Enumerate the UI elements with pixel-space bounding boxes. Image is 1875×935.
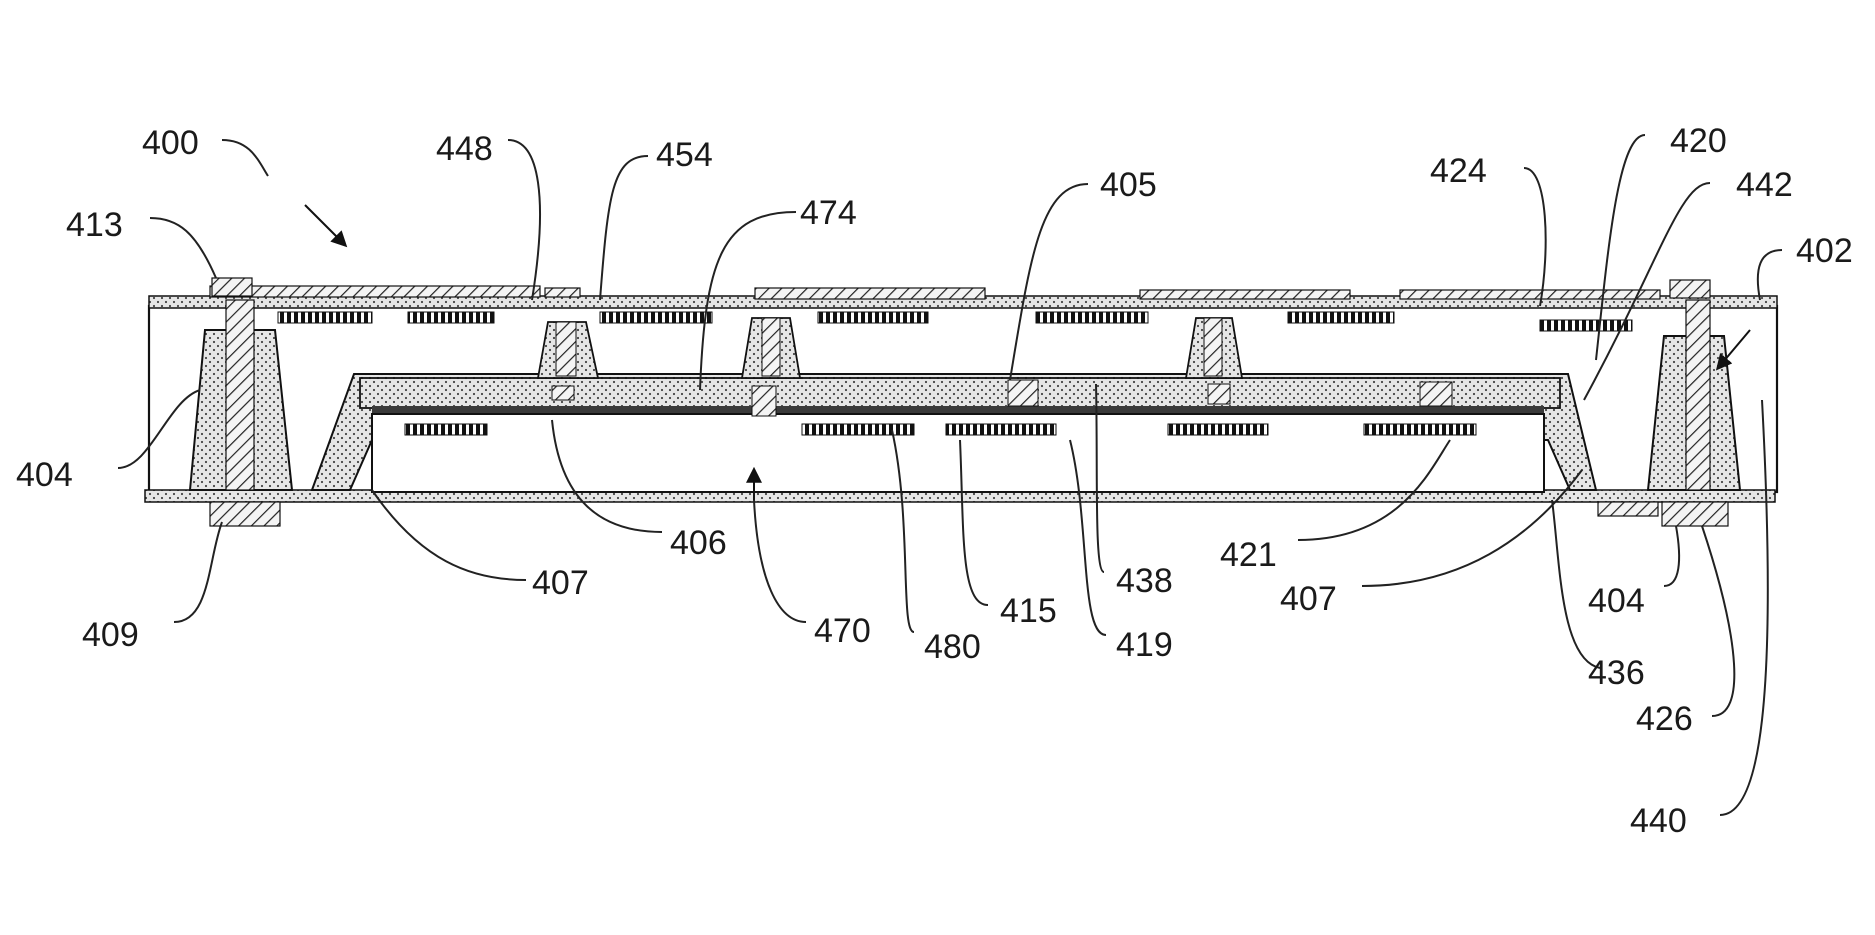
label-442: 442 <box>1736 166 1793 204</box>
label-440: 440 <box>1630 802 1687 840</box>
chip-dark-line <box>372 406 1544 414</box>
label-409: 409 <box>82 616 139 654</box>
chip-upper-band <box>360 378 1560 408</box>
top-traces <box>210 278 1710 299</box>
label-480: 480 <box>924 628 981 666</box>
label-470: 470 <box>814 612 871 650</box>
label-404-left: 404 <box>16 456 73 494</box>
label-415: 415 <box>1000 592 1057 630</box>
label-400: 400 <box>142 124 199 162</box>
arrow-400 <box>305 205 345 245</box>
label-419: 419 <box>1116 626 1173 664</box>
label-426: 426 <box>1636 700 1693 738</box>
label-436: 436 <box>1588 654 1645 692</box>
label-454: 454 <box>656 136 713 174</box>
label-406: 406 <box>670 524 727 562</box>
label-407-right: 407 <box>1280 580 1337 618</box>
label-405: 405 <box>1100 166 1157 204</box>
label-438: 438 <box>1116 562 1173 600</box>
upper-contact-pads <box>278 312 1632 331</box>
label-424: 424 <box>1430 152 1487 190</box>
label-404-right: 404 <box>1588 582 1645 620</box>
label-474: 474 <box>800 194 857 232</box>
label-413: 413 <box>66 206 123 244</box>
inner-posts <box>538 318 1242 378</box>
label-407-left: 407 <box>532 564 589 602</box>
label-420: 420 <box>1670 122 1727 160</box>
label-448: 448 <box>436 130 493 168</box>
label-402: 402 <box>1796 232 1853 270</box>
label-421: 421 <box>1220 536 1277 574</box>
